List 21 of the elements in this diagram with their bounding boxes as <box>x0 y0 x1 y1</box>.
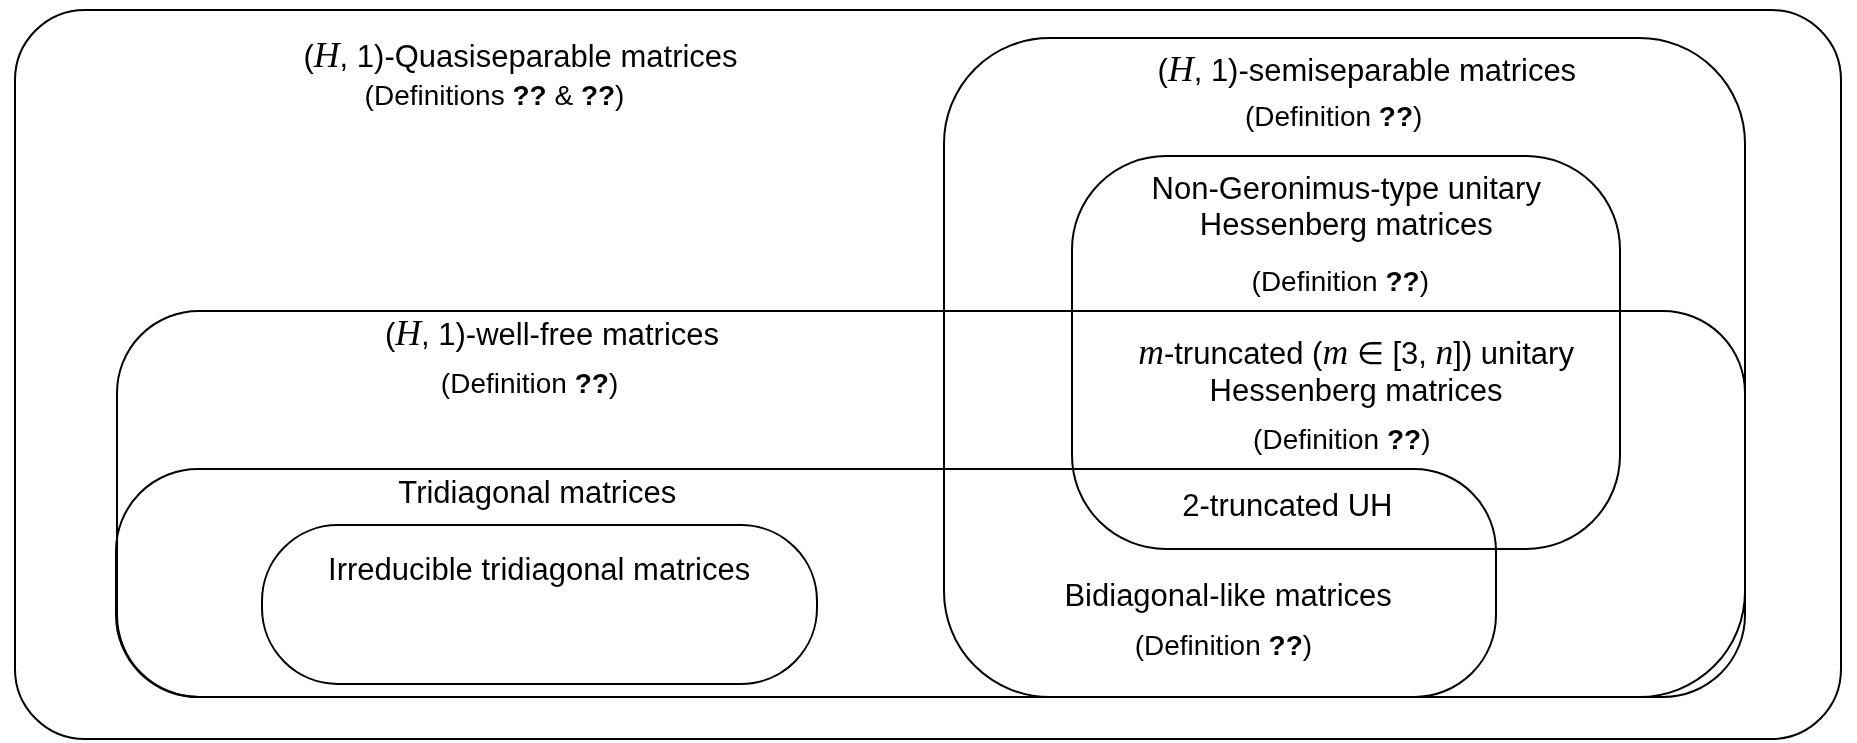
rounded-set-outline <box>14 9 1842 741</box>
rounded-set-outline <box>115 309 1747 699</box>
definition-reference: (Definition ??) <box>1244 100 1424 133</box>
rounded-set-outline <box>943 37 1747 699</box>
definition-reference: (Definition ??) <box>1133 630 1314 663</box>
definition-reference: (Definitions ?? & ??) <box>363 80 626 113</box>
region-label: Bidiagonal-like matrices <box>1063 577 1393 614</box>
region-label: 2-truncated UH <box>1181 487 1394 524</box>
rounded-set-outline <box>1070 155 1622 550</box>
definition-reference: (Definition ??) <box>1250 266 1430 299</box>
definition-reference: (Definition ??) <box>439 368 620 401</box>
region-label: m-truncated (m ∈ [3, n]) unitary Hessenberg matrices <box>1137 331 1575 409</box>
set-title: (H, 1)-well-free matrices <box>384 312 721 354</box>
set-title: Irreducible tridiagonal matrices <box>327 552 752 588</box>
rounded-set-outline <box>261 524 818 686</box>
set-title: (H, 1)-semiseparable matrices <box>1156 48 1578 90</box>
definition-reference: (Definition ??) <box>1252 423 1432 457</box>
rounded-set-outline <box>115 467 1498 698</box>
set-title: (H, 1)-Quasiseparable matrices <box>302 35 739 76</box>
set-title: Tridiagonal matrices <box>397 474 678 511</box>
set-title: Non-Geronimus-type unitary Hessenberg matrices <box>1150 171 1542 243</box>
